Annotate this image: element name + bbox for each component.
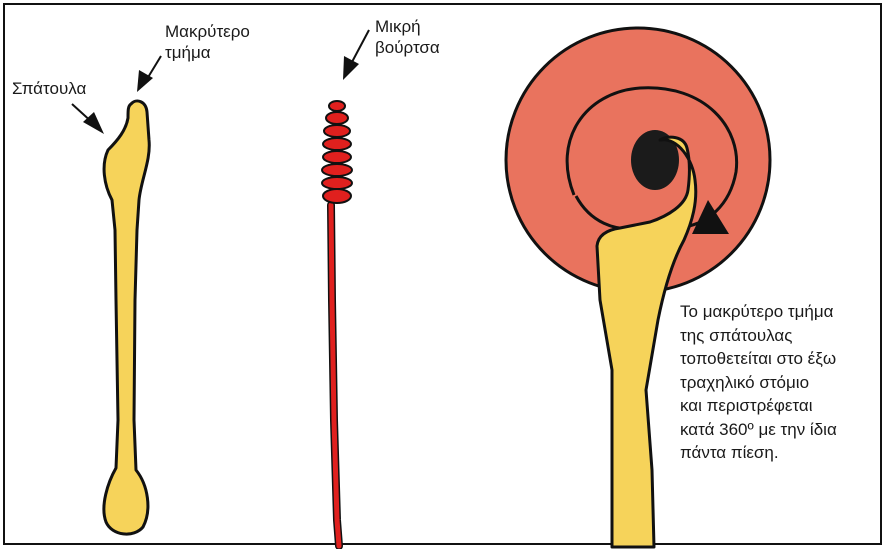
- label-small-brush-line1: Μικρή: [375, 16, 440, 37]
- label-spatula-text: Σπάτουλα: [12, 79, 86, 98]
- arrow-spatula: [72, 104, 104, 134]
- caption-line: τοποθετείται στο έξω: [680, 347, 880, 371]
- caption-line: πάντα πίεση.: [680, 441, 880, 465]
- caption-line: Το μακρύτερο τμήμα: [680, 300, 880, 324]
- caption-line: της σπάτουλας: [680, 324, 880, 348]
- arrow-small-brush: [343, 30, 369, 80]
- spatula-drawing: [104, 101, 149, 534]
- caption-line: τραχηλικό στόμιο: [680, 371, 880, 395]
- label-small-brush: Μικρή βούρτσα: [375, 16, 440, 58]
- small-brush-drawing: [322, 101, 352, 546]
- caption-line: και περιστρέφεται: [680, 394, 880, 418]
- label-longer-part-line1: Μακρύτερο: [165, 21, 250, 42]
- label-spatula: Σπάτουλα: [12, 78, 86, 99]
- label-longer-part: Μακρύτερο τμήμα: [165, 21, 250, 63]
- label-longer-part-line2: τμήμα: [165, 42, 250, 63]
- caption: Το μακρύτερο τμήμα της σπάτουλας τοποθετ…: [680, 300, 880, 465]
- arrow-longer-part: [137, 56, 161, 92]
- caption-line: κατά 360º με την ίδια: [680, 418, 880, 442]
- label-small-brush-line2: βούρτσα: [375, 37, 440, 58]
